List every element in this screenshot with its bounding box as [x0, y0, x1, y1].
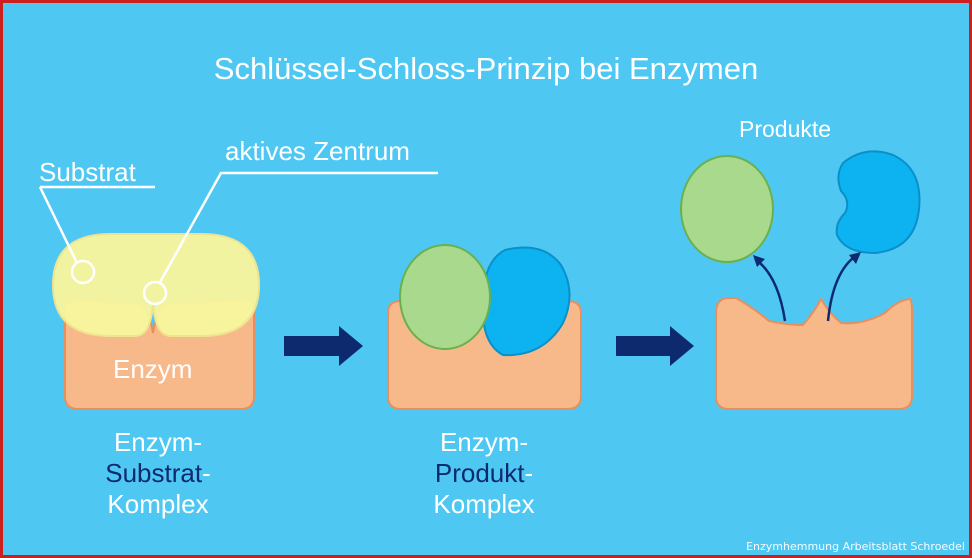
green-product-2 [399, 244, 491, 350]
diagram-frame: Schlüssel-Schloss-Prinzip bei Enzymen Su… [3, 3, 969, 555]
aktives-zentrum-label: aktives Zentrum [225, 136, 410, 166]
substrat-pointer-line [38, 185, 155, 264]
caption-2-hyphen: - [524, 458, 534, 488]
substrat-label: Substrat [39, 157, 136, 187]
caption-1-hyphen: - [202, 458, 211, 488]
reaction-arrow-2 [616, 326, 694, 366]
release-arrow-left-head [753, 255, 765, 267]
enzym-label: Enzym [113, 354, 193, 384]
caption-enzym-produkt-komplex: Enzym- Produkt- Komplex [384, 427, 584, 520]
reaction-arrow-1 [284, 326, 363, 366]
caption-1-highlight: Substrat [105, 458, 203, 488]
caption-2-highlight: Produkt [434, 458, 525, 488]
release-arrow-right [826, 253, 858, 322]
release-arrow-right-head [849, 252, 861, 264]
caption-1-line-1: Enzym- [113, 427, 203, 457]
caption-2-line-3: Komplex [433, 489, 535, 519]
aktives-zentrum-pointer-line [157, 171, 438, 285]
green-product-3 [680, 155, 774, 263]
enzyme-shape-3 [715, 296, 913, 410]
substrate-shape [51, 233, 261, 337]
caption-2-line-1: Enzym- [439, 427, 529, 457]
active-site-marker-circle [142, 280, 168, 306]
diagram-title: Schlüssel-Schloss-Prinzip bei Enzymen [213, 51, 759, 86]
blue-product-3 [835, 150, 921, 255]
caption-1-line-3: Komplex [107, 489, 209, 519]
produkte-label: Produkte [739, 116, 832, 142]
watermark-text: Enzymhemmung Arbeitsblatt Schroedel [746, 540, 965, 553]
caption-1-line-2: Substrat- [58, 458, 258, 489]
diagram-canvas [38, 150, 921, 410]
substrate-marker-circle [70, 259, 96, 285]
caption-enzym-substrat-komplex: Enzym- Substrat- Komplex [58, 427, 258, 520]
release-arrow-left [754, 257, 787, 322]
caption-2-line-2: Produkt- [384, 458, 584, 489]
